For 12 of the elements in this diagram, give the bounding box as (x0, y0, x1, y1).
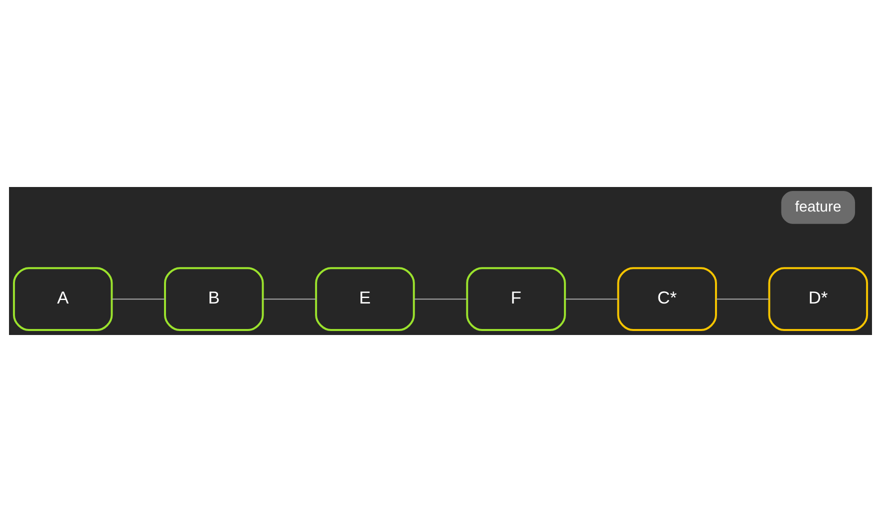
node-box: A (12, 266, 112, 331)
node-box: F (466, 266, 566, 331)
node-box: B (164, 266, 264, 331)
connector (110, 298, 165, 300)
node-box: E (314, 266, 414, 331)
connector (564, 298, 618, 300)
node-box: feature (780, 190, 855, 224)
node-box: D* (768, 266, 868, 331)
node-box: C* (616, 266, 716, 331)
connector (715, 298, 770, 300)
connector (413, 298, 468, 300)
connector (262, 298, 316, 300)
